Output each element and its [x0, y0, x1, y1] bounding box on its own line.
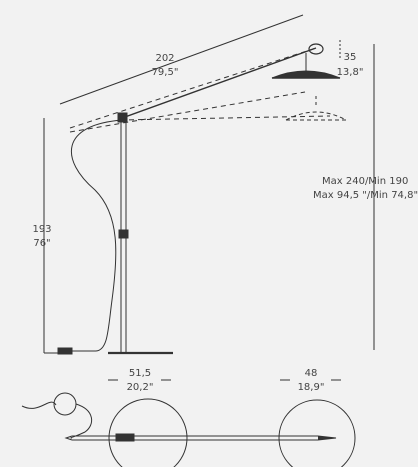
plan-arm-tip — [317, 435, 337, 441]
stand-height-in: 76" — [33, 238, 50, 249]
arm-length-in: 79,5" — [152, 67, 179, 78]
max-min-height-cm: Max 240/Min 190 — [322, 176, 408, 187]
pivot-joint — [117, 112, 128, 123]
lamp-shade-lower — [285, 111, 347, 121]
plan-cable-loop — [53, 392, 77, 416]
arm-end-cap — [308, 43, 324, 55]
lamp-arm — [121, 47, 317, 119]
plan-cable — [21, 401, 93, 439]
arm-alt-position-upper — [69, 47, 317, 129]
shade-height-cm: 35 — [344, 52, 357, 63]
pole-joint — [118, 229, 129, 239]
arm-alt-position-low — [119, 115, 331, 121]
max-min-height-in: Max 94,5 "/Min 74,8" — [313, 190, 418, 201]
lamp-shade — [271, 70, 341, 79]
plan-arm-start — [64, 435, 73, 441]
shade-diameter-cm: 48 — [305, 368, 318, 379]
plan-shade-circle — [278, 399, 356, 467]
shade-diameter-in: 18,9" — [298, 382, 325, 393]
base-diameter-cm: 51,5 — [129, 368, 151, 379]
power-cable — [70, 119, 123, 352]
plan-base-circle — [108, 398, 188, 467]
arm-length-dimension-line — [59, 14, 304, 105]
power-plug — [57, 347, 73, 355]
arm-length-cm: 202 — [155, 53, 174, 64]
arm-alt-position-lower — [69, 91, 306, 133]
base-diameter-in: 20,2" — [127, 382, 154, 393]
plan-pivot — [115, 433, 135, 442]
shade-height-in: 13,8" — [337, 67, 364, 78]
stand-height-cm: 193 — [32, 224, 51, 235]
